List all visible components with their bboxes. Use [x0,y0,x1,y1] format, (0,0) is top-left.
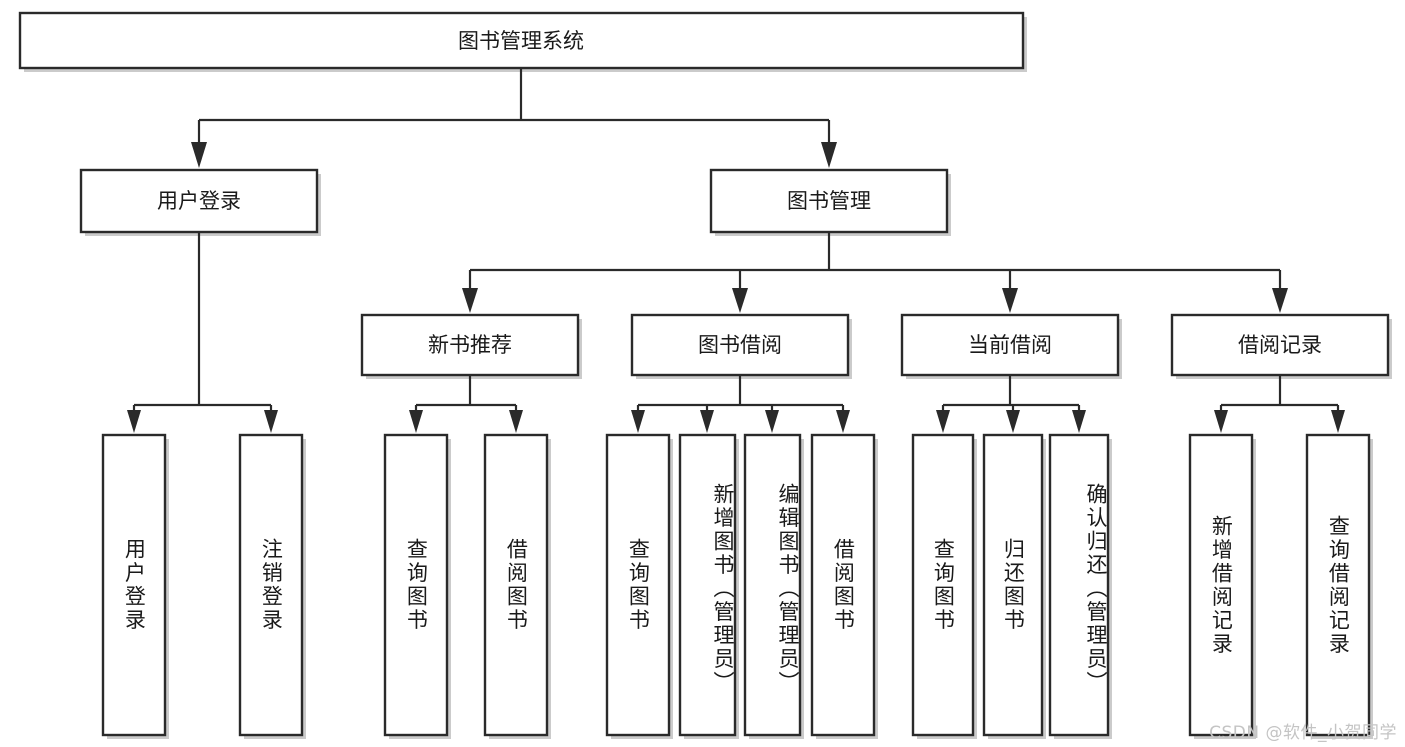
node-leaf-borrow-book-1[interactable] [483,433,549,737]
node-leaf-logout-login[interactable] [238,433,304,737]
node-borrow-record[interactable]: 借阅记录 [1170,313,1390,377]
node-leaf-query-book-2[interactable] [605,433,671,737]
node-new-book-recommend-label: 新书推荐 [428,333,512,357]
node-leaf-query-book-3[interactable] [911,433,975,737]
node-leaf-return-book[interactable] [982,433,1044,737]
node-book-borrow-label: 图书借阅 [698,333,782,357]
node-root[interactable]: 图书管理系统 [18,11,1025,70]
node-leaf-add-borrow-record[interactable] [1188,433,1254,737]
node-leaf-add-book[interactable] [678,433,737,737]
node-new-book-recommend[interactable]: 新书推荐 [360,313,580,377]
node-current-borrow[interactable]: 当前借阅 [900,313,1120,377]
node-user-login[interactable]: 用户登录 [79,168,319,234]
connector-root-to-level1 [191,68,837,168]
node-book-manage-label: 图书管理 [787,189,871,213]
connector-userlogin-to-leaves [127,232,278,433]
node-book-borrow[interactable]: 图书借阅 [630,313,850,377]
connector-bookborrow-to-leaves [631,375,850,433]
connector-newbook-to-leaves [409,375,523,433]
node-leaf-confirm-return[interactable] [1048,433,1110,737]
node-leaf-borrow-book-2[interactable] [810,433,876,737]
node-leaf-edit-book[interactable] [743,433,802,737]
node-borrow-record-label: 借阅记录 [1238,333,1322,357]
node-leaf-query-book-1[interactable] [383,433,449,737]
node-user-login-label: 用户登录 [157,189,241,213]
node-book-manage[interactable]: 图书管理 [709,168,949,234]
node-current-borrow-label: 当前借阅 [968,333,1052,357]
node-leaf-user-login[interactable] [101,433,167,737]
watermark-text: CSDN @软件_小贺同学 [1209,723,1397,743]
connector-currentborrow-to-leaves [936,375,1086,433]
node-root-label: 图书管理系统 [458,29,584,53]
node-leaf-query-borrow-record[interactable] [1305,433,1371,737]
connector-bookmanage-to-level2 [462,232,1288,313]
connector-borrowrecord-to-leaves [1214,375,1345,433]
